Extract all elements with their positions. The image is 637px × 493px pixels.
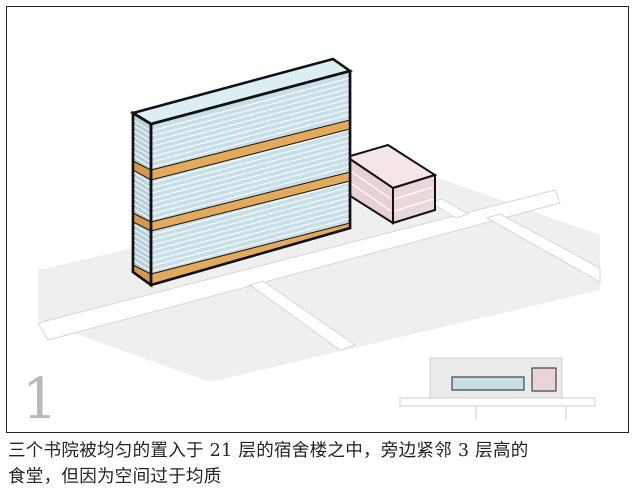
- floor-line: [150, 155, 351, 210]
- key-plan-road: [399, 397, 596, 407]
- floor-line-side: [132, 223, 152, 236]
- floor-line-side: [132, 176, 152, 189]
- key-plan-icon: [399, 357, 596, 420]
- floor-line-side: [132, 119, 152, 132]
- floor-line: [150, 93, 351, 148]
- key-plan-canteen: [531, 367, 557, 392]
- floor-line: [150, 181, 351, 236]
- floor-line: [150, 129, 351, 184]
- key-plan-tower: [451, 376, 525, 391]
- road-branch-right: [485, 213, 601, 283]
- floor-line-side: [132, 192, 152, 205]
- floor-line-side: [132, 135, 152, 148]
- dormitory-tower: [129, 57, 353, 288]
- road-branch-far: [428, 198, 470, 219]
- floor-line-side: [132, 129, 152, 142]
- floor-line: [150, 197, 351, 252]
- floor-line-side: [132, 228, 152, 241]
- floor-line: [150, 207, 351, 262]
- figure-number: 1: [22, 367, 58, 432]
- figure-caption: 三个书院被均匀的置入于 21 层的宿舍楼之中，旁边紧邻 3 层高的 食堂，但因为…: [8, 438, 632, 490]
- floor-line: [150, 87, 351, 142]
- floor-line-side: [132, 181, 152, 194]
- road-network: [37, 189, 601, 351]
- main-road: [37, 189, 561, 341]
- canteen-side: [392, 173, 436, 225]
- floor-line-side: [132, 259, 152, 272]
- floor-line: [150, 150, 351, 205]
- floor-line: [150, 77, 351, 132]
- floor-line: [150, 108, 351, 163]
- floor-line: [150, 165, 351, 220]
- caption-line-2: 食堂，但因为空间过于均质: [8, 467, 222, 487]
- floor-line-side: [132, 207, 152, 220]
- floor-line: [150, 98, 351, 153]
- floor-line: [150, 103, 351, 158]
- figure-border: [6, 6, 629, 433]
- floor-line-side: [132, 233, 152, 246]
- floor-line: [150, 82, 351, 137]
- floor-line-side: [132, 145, 152, 158]
- floor-line-side: [132, 155, 152, 168]
- floor-line-side: [132, 254, 152, 267]
- floor-line: [150, 113, 351, 168]
- floor-line-side: [132, 150, 152, 163]
- floor-line-side: [132, 140, 152, 153]
- floor-line-side: [132, 171, 152, 184]
- floor-line-side: [132, 187, 152, 200]
- floor-line: [150, 202, 351, 257]
- floor-line: [150, 186, 351, 241]
- floor-line: [150, 145, 351, 200]
- floor-line: [150, 217, 351, 272]
- caption-line-1: 三个书院被均匀的置入于 21 层的宿舍楼之中，旁边紧邻 3 层高的: [8, 441, 529, 461]
- floor-line: [150, 139, 351, 194]
- floor-line: [150, 212, 351, 267]
- floor-line-side: [132, 244, 152, 257]
- floor-line-side: [132, 124, 152, 137]
- canteen-building: [344, 143, 438, 225]
- floor-line: [150, 191, 351, 246]
- floor-line-side: [132, 249, 152, 262]
- floor-line-side: [132, 197, 152, 210]
- floor-line: [150, 160, 351, 215]
- floor-line-side: [132, 239, 152, 252]
- floor-line-side: [132, 202, 152, 215]
- floor-line: [150, 134, 351, 189]
- road-branch-left: [248, 280, 357, 351]
